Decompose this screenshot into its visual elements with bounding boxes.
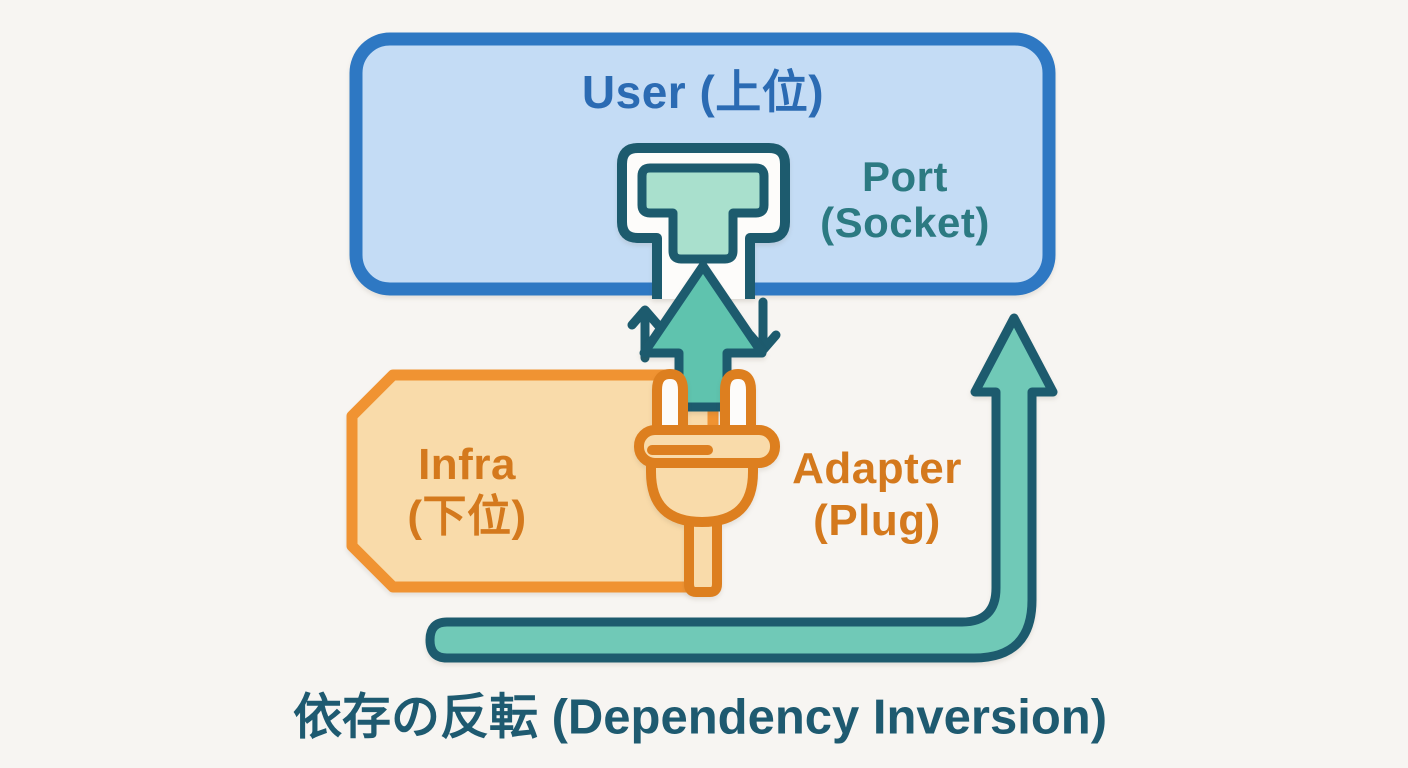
socket-slot-shape — [637, 163, 769, 264]
infra-label-line2: (下位) — [407, 492, 527, 541]
adapter-label-line2: (Plug) — [813, 496, 941, 545]
infra-label-line1: Infra — [418, 440, 516, 489]
port-label: Port (Socket) — [820, 154, 990, 246]
user-box-label: User (上位) — [581, 66, 825, 118]
port-label-line2: (Socket) — [820, 199, 990, 246]
plug-stem — [684, 520, 722, 597]
l-shaped-up-arrow-icon — [425, 313, 1058, 663]
l-arrow-shape — [425, 313, 1058, 663]
socket-outline — [617, 143, 790, 299]
adapter-label: Adapter (Plug) — [792, 443, 962, 547]
socket-icon — [617, 143, 790, 299]
up-arrow-icon — [639, 261, 767, 412]
plug-prong-left — [652, 369, 688, 436]
diagram-title: 依存の反転 (Dependency Inversion) — [292, 690, 1108, 745]
infra-box-label: Infra (下位) — [407, 439, 526, 543]
port-label-line1: Port — [861, 153, 948, 200]
plug-bell — [646, 462, 758, 527]
plug-prong-right — [720, 369, 756, 436]
adapter-label-line1: Adapter — [792, 444, 962, 493]
plug-to-socket-arrow-shape — [639, 261, 767, 412]
plug-icon — [634, 369, 780, 597]
